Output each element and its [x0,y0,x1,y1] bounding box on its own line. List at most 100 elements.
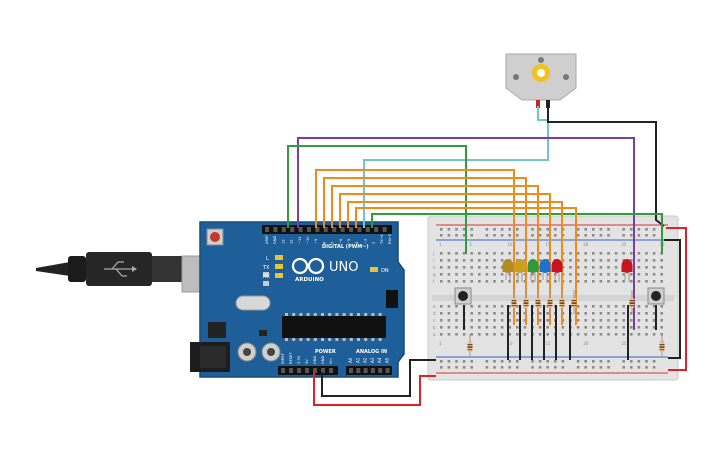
pushbutton-left[interactable] [454,287,472,305]
orange-wire-2 [323,177,527,325]
led-yellow-1 [502,259,514,282]
pin-label: A5 [385,357,390,363]
pin-label: GND [273,236,277,244]
right-red-rail-jumper [666,227,687,371]
power-header-label: POWER [315,349,336,355]
pin-label: 8 [322,241,326,244]
column-number: 1 [439,242,442,247]
l-led-label: L [266,256,269,262]
resistor [659,334,665,358]
column-number: 10 [507,242,513,247]
arduino-brand-label: ARDUINO [295,277,324,283]
red-power-wire [313,372,436,406]
pin-label: ~5 [347,239,351,244]
resistor [535,290,541,314]
pin-label: Vin [329,358,333,364]
orange-wire-1 [315,169,515,325]
led-red-2 [621,259,633,282]
purple-wire [297,137,635,330]
arduino-uno-board: L TX RX ON UNO ARDUINO DIGITAL (PWM~) PO… [190,221,405,378]
orange-wire-3 [331,185,539,325]
row-label: e [433,304,436,309]
reset-button[interactable] [206,228,224,246]
tx-led-label: TX [262,265,270,271]
pin-label: RESET [289,352,293,364]
pin-label: RX←0 [388,233,392,244]
pin-label: IOREF [281,353,285,364]
orange-wire-4 [339,193,551,325]
wires [287,106,687,406]
resistor [467,334,473,358]
pin-label: ~9 [314,238,318,244]
pin-label: GND [313,356,317,364]
led-group [502,259,633,282]
pin-label: 12 [290,239,294,244]
motor-wire-cyan [363,106,549,228]
row-label: a [433,332,436,337]
center-channel [432,295,674,301]
usb-icon [104,261,137,277]
column-number: 20 [583,242,589,247]
led-green [527,259,539,282]
row-label: h [433,265,436,270]
resistor [559,290,565,314]
led-blue [539,259,551,282]
pin-label: TX→1 [380,234,384,245]
resistor [629,290,635,314]
on-led-label: ON [381,268,389,274]
column-number: 1 [439,341,442,346]
row-label: d [433,311,436,316]
atmega-chip [282,316,386,338]
pin-label: A0 [348,357,353,363]
row-label: g [433,272,436,277]
resistor-group [467,290,665,358]
led-yellow-2 [514,259,526,282]
column-number: 15 [545,341,551,346]
column-number: 15 [545,242,551,247]
pin-label: A1 [355,357,360,363]
column-number: 25 [621,341,627,346]
pin-label: 5V [305,359,309,364]
analog-pin-header[interactable] [346,366,392,375]
green-wire-rail [371,213,663,254]
on-led [370,267,378,272]
pin-label: 2 [372,242,376,244]
dc-motor [505,53,577,108]
pin-label: ~6 [339,238,343,244]
row-label: i [433,258,434,263]
analog-header-label: ANALOG IN [356,349,387,355]
orange-wire-6 [355,207,577,325]
arduino-model-label: UNO [329,260,358,275]
pin-label: A4 [377,357,382,363]
pin-label: A2 [363,357,368,363]
column-number: 25 [621,242,627,247]
pin-label: AREF [265,235,269,244]
digital-header-label: DIGITAL (PWM~) [322,244,369,250]
usb-cable [36,252,221,293]
column-number: 20 [583,341,589,346]
led-red-1 [551,259,563,282]
column-number: 5 [469,242,472,247]
green-wire-to-button [287,145,467,254]
pin-label: GND [321,356,325,364]
pin-label: 4 [355,241,359,244]
resistor [523,290,529,314]
black-ground-wire [321,359,436,397]
arduino-infinity-logo-icon [291,257,325,275]
pin-label: ~11 [298,236,302,244]
rx-led [275,273,283,278]
pin-label: 3.3V [297,355,301,364]
motor-wire-black [547,106,665,227]
pushbutton-right[interactable] [647,287,665,305]
pin-label: ~3 [363,239,367,244]
right-black-rail-jumper [664,239,681,359]
l-led [275,255,283,260]
row-label: j [432,251,434,256]
pin-label: 7 [331,242,335,244]
rx-led-label: RX [263,274,270,280]
pin-label: A3 [370,357,375,363]
resistor [571,290,577,314]
row-label: c [433,318,435,323]
